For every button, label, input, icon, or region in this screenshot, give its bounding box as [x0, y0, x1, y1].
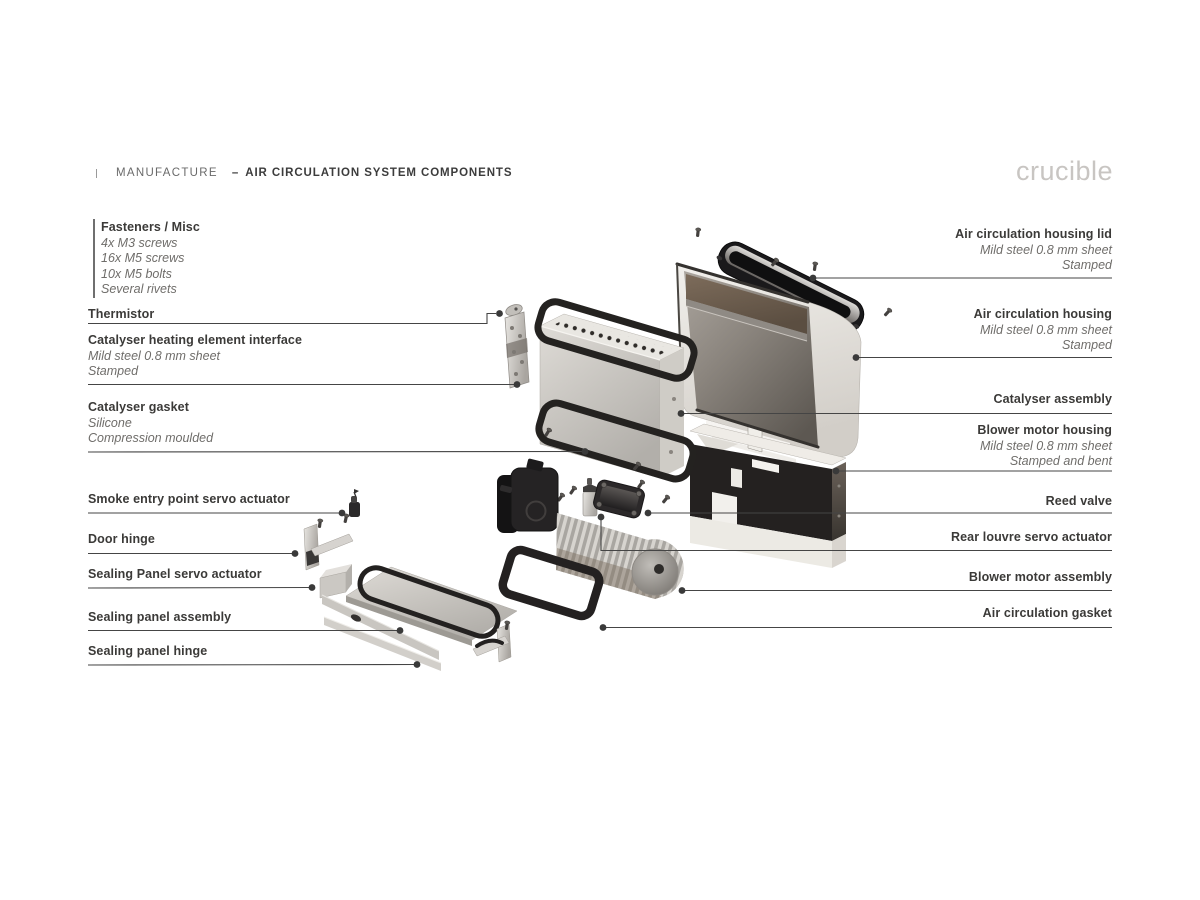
label-sub: Mild steel 0.8 mm sheet — [980, 322, 1112, 337]
label-title: Sealing panel assembly — [88, 610, 232, 624]
header-separator: – — [231, 167, 239, 179]
label-sub: Mild steel 0.8 mm sheet — [980, 438, 1112, 453]
part-air-circulation-gasket — [498, 545, 604, 621]
part-catalyser-top-frame — [534, 298, 698, 382]
label-sub: Stamped — [1061, 258, 1112, 272]
fasteners-title: Fasteners / Misc — [101, 220, 200, 234]
fasteners-item: 16x M5 screws — [101, 251, 185, 265]
label-sub: Stamped — [1061, 338, 1112, 352]
label-title: Catalyser heating element interface — [88, 333, 302, 347]
fasteners-item: 10x M5 bolts — [101, 266, 172, 281]
fasteners-item: Several rivets — [101, 282, 177, 296]
screw-icon — [811, 261, 819, 272]
label-sub: Mild steel 0.8 mm sheet — [88, 348, 220, 363]
label-title: Door hinge — [88, 532, 155, 546]
header-tick-icon — [96, 168, 97, 178]
label-title: Air circulation housing — [973, 307, 1112, 321]
label-air-circulation-housing-lid: Air circulation housing lid Mild steel 0… — [955, 227, 1112, 274]
label-blower-motor-assembly: Blower motor assembly — [969, 570, 1112, 586]
label-door-hinge: Door hinge — [88, 532, 155, 548]
label-title: Air circulation gasket — [982, 606, 1112, 620]
label-sub: Stamped and bent — [1009, 454, 1112, 468]
screw-icon — [882, 306, 893, 318]
part-reed-valve — [593, 479, 645, 519]
part-sealing-panel-assembly — [345, 565, 518, 663]
label-blower-motor-housing: Blower motor housing Mild steel 0.8 mm s… — [977, 423, 1112, 470]
leader-dots — [291, 274, 860, 668]
label-catalyser-gasket: Catalyser gasket Silicone Compression mo… — [88, 400, 213, 447]
label-title: Smoke entry point servo actuator — [88, 492, 290, 506]
part-rear-louvre-servo-actuator — [582, 478, 598, 517]
label-sub: Silicone — [88, 415, 132, 430]
part-catalyser-heating-element-interface — [504, 311, 530, 389]
label-title: Reed valve — [1045, 494, 1112, 508]
part-sealing-panel-servo-actuator — [319, 564, 352, 599]
part-catalyser-assembly — [539, 313, 685, 479]
part-smoke-entry-servo-actuator — [349, 489, 360, 517]
label-title: Rear louvre servo actuator — [951, 530, 1112, 544]
screw-icon — [316, 518, 324, 529]
label-sub: Mild steel 0.8 mm sheet — [980, 242, 1112, 257]
part-air-circulation-housing — [675, 262, 862, 464]
label-sealing-panel-hinge: Sealing panel hinge — [88, 644, 207, 660]
label-sealing-panel-servo-actuator: Sealing Panel servo actuator — [88, 567, 262, 583]
part-catalyser-gasket — [535, 399, 697, 483]
page-title: AIR CIRCULATION SYSTEM COMPONENTS — [245, 167, 513, 179]
label-thermistor: Thermistor — [88, 307, 154, 323]
label-catalyser-heating-element-interface: Catalyser heating element interface Mild… — [88, 333, 302, 380]
screw-icon — [694, 227, 702, 238]
label-title: Catalyser assembly — [993, 392, 1112, 406]
part-door-hinge — [303, 523, 354, 571]
label-reed-valve: Reed valve — [1046, 494, 1112, 510]
label-air-circulation-housing: Air circulation housing Mild steel 0.8 m… — [974, 307, 1112, 354]
label-title: Catalyser gasket — [88, 400, 189, 414]
label-sealing-panel-assembly: Sealing panel assembly — [88, 610, 231, 626]
page-header: MANUFACTURE – AIR CIRCULATION SYSTEM COM… — [96, 166, 512, 180]
label-title: Thermistor — [88, 307, 155, 321]
screw-icon — [567, 484, 578, 496]
part-blower-motor-housing — [689, 423, 847, 568]
label-sub: Stamped — [88, 364, 139, 378]
label-title: Blower motor housing — [977, 423, 1112, 437]
part-sealing-panel-strip — [321, 594, 440, 660]
part-thermistor — [505, 304, 523, 316]
header-section: MANUFACTURE — [116, 167, 218, 179]
brand-logo: crucible — [1015, 156, 1113, 186]
label-title: Blower motor assembly — [968, 570, 1112, 584]
label-title: Sealing panel hinge — [88, 644, 208, 658]
fasteners-block: Fasteners / Misc 4x M3 screws 16x M5 scr… — [101, 220, 200, 298]
label-smoke-entry-servo-actuator: Smoke entry point servo actuator — [88, 492, 290, 508]
label-air-circulation-gasket: Air circulation gasket — [983, 606, 1112, 622]
label-catalyser-assembly: Catalyser assembly — [993, 392, 1112, 408]
label-title: Air circulation housing lid — [955, 227, 1112, 241]
leader-lines — [87, 277, 1112, 666]
screw-icon — [660, 493, 671, 505]
label-rear-louvre-servo-actuator: Rear louvre servo actuator — [951, 530, 1112, 546]
part-blower-motor — [497, 458, 559, 533]
label-sub: Compression moulded — [88, 431, 214, 445]
fasteners-bar — [93, 219, 95, 298]
part-blower-motor-assembly — [556, 513, 684, 599]
label-title: Sealing Panel servo actuator — [88, 567, 262, 581]
fasteners-item: 4x M3 screws — [101, 235, 178, 250]
